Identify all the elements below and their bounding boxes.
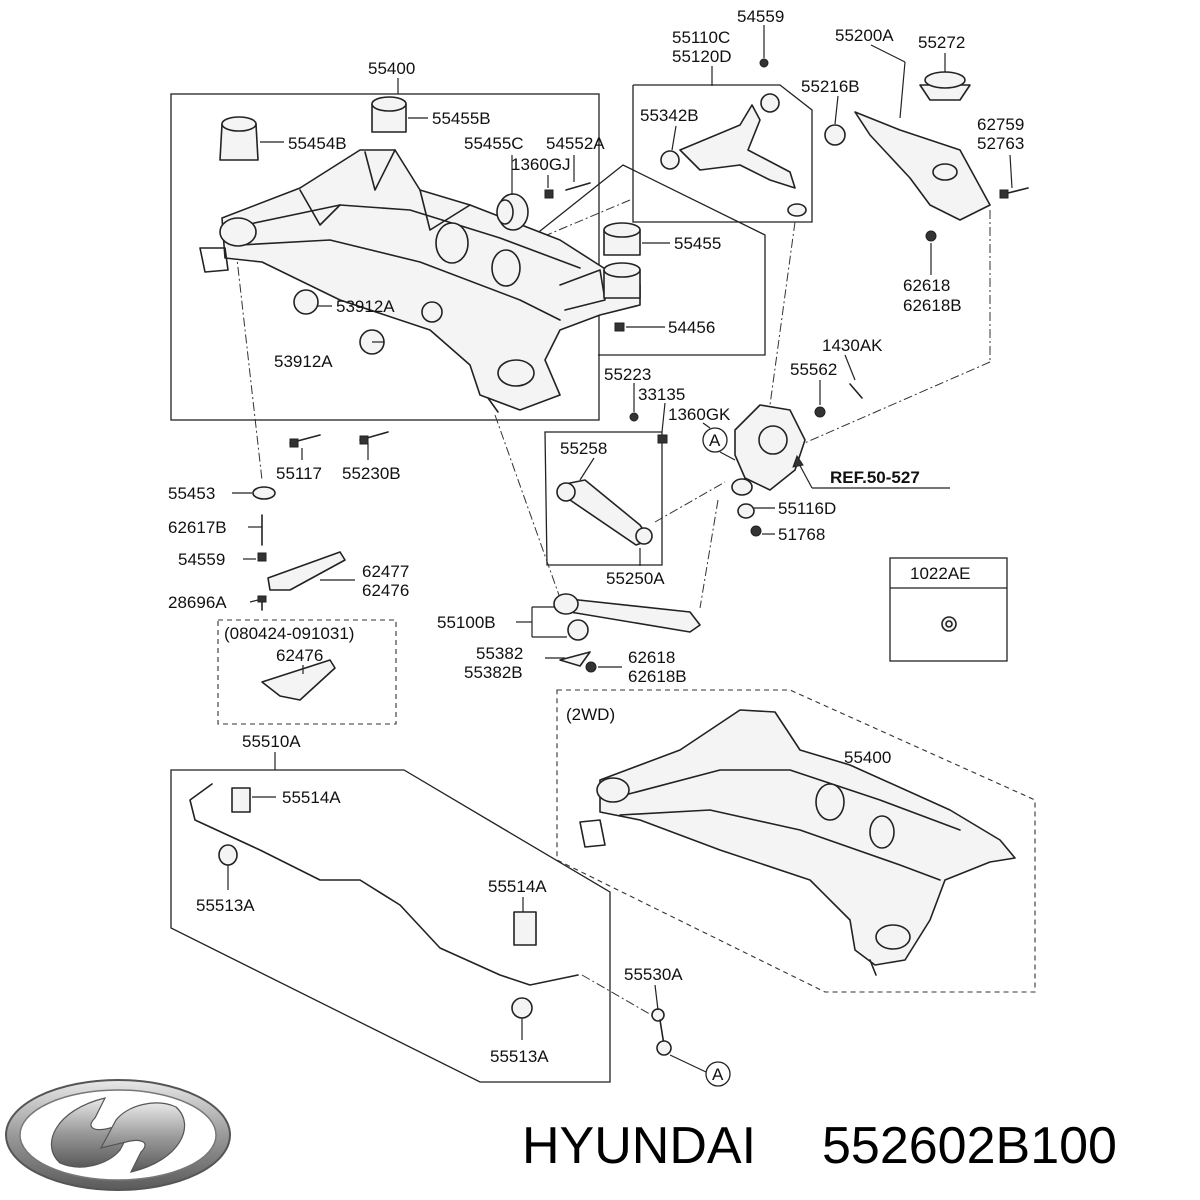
label-1360gk: 1360GK (668, 405, 731, 424)
label-33135: 33135 (638, 385, 685, 404)
circle-marker-a-lower-text: A (712, 1065, 724, 1084)
label-62618b-center: 62618B (628, 667, 687, 686)
label-62477: 62477 (362, 562, 409, 581)
label-52763: 52763 (977, 134, 1024, 153)
bushing-55455-icon (603, 222, 641, 299)
label-1022ae: 1022AE (910, 564, 971, 583)
label-53912a-lower: 53912A (274, 352, 333, 371)
bushing-55455c-icon (496, 193, 529, 231)
label-51768: 51768 (778, 525, 825, 544)
label-54552a: 54552A (546, 134, 605, 153)
knuckle-drawing (629, 383, 863, 537)
label-28696a: 28696A (168, 593, 227, 612)
label-55120d: 55120D (672, 47, 732, 66)
label-55400-main: 55400 (368, 59, 415, 78)
label-55455c: 55455C (464, 134, 524, 153)
label-55453: 55453 (168, 484, 215, 503)
label-55382b: 55382B (464, 663, 523, 682)
label-1430ak: 1430AK (822, 336, 883, 355)
label-55455: 55455 (674, 234, 721, 253)
label-62618b-right: 62618B (903, 296, 962, 315)
circle-marker-a-upper-text: A (709, 431, 721, 450)
label-55514a-right: 55514A (488, 877, 547, 896)
label-55562: 55562 (790, 360, 837, 379)
label-54559-mid: 54559 (178, 550, 225, 569)
part-1022ae-box (889, 557, 1008, 662)
label-ref-50-527: REF.50-527 (830, 468, 920, 487)
label-53912a-upper: 53912A (336, 297, 395, 316)
label-62618-center: 62618 (628, 648, 675, 667)
circle-marker-a-upper: A (702, 427, 736, 461)
label-55216b: 55216B (801, 77, 860, 96)
reference-arrow (792, 454, 950, 489)
left-small-parts (252, 486, 346, 701)
label-62476-b: 62476 (276, 646, 323, 665)
part-number: 552602B100 (822, 1117, 1117, 1175)
label-55514a-left: 55514A (282, 788, 341, 807)
label-55117: 55117 (276, 464, 322, 483)
label-55110c: 55110C (672, 28, 730, 47)
label-55116d: 55116D (778, 499, 836, 518)
nut-1022ae-icon (941, 616, 957, 632)
label-55200a: 55200A (835, 26, 894, 45)
label-55230b: 55230B (342, 464, 401, 483)
circle-marker-a-lower: A (669, 1054, 731, 1087)
label-55400-2wd: 55400 (844, 748, 891, 767)
part-labels: 55400 55455B 55454B 55455C 54552A 1360GJ… (168, 7, 1024, 1066)
label-55454b: 55454B (288, 134, 347, 153)
2wd-subframe-dashed-box (556, 689, 1036, 993)
2wd-subframe-drawing (579, 709, 1016, 976)
label-2wd: (2WD) (566, 705, 615, 724)
label-range-080424-091031: (080424-091031) (224, 624, 354, 643)
subframe-group-box (170, 93, 600, 421)
label-62759: 62759 (977, 115, 1024, 134)
trailing-arm-group-box (544, 431, 663, 566)
stabilizer-bar-drawing (189, 783, 672, 1056)
label-55510a: 55510A (242, 732, 301, 751)
label-62618-right: 62618 (903, 276, 950, 295)
upper-arm-drawing (660, 58, 807, 217)
label-55530a: 55530A (624, 965, 683, 984)
bushing-55455b-icon (371, 96, 407, 133)
label-55455b: 55455B (432, 109, 491, 128)
label-54456: 54456 (668, 318, 715, 337)
upper-arm-group-box (632, 84, 813, 223)
label-1360gj: 1360GJ (511, 155, 571, 174)
lower-control-arm-drawing (824, 71, 1029, 242)
label-54559-top: 54559 (737, 7, 784, 26)
label-55513a-right: 55513A (490, 1047, 549, 1066)
lateral-arm-drawing (553, 593, 701, 673)
label-55382: 55382 (476, 644, 523, 663)
label-55100b: 55100B (437, 613, 496, 632)
bracket-variant-dashed-box (217, 619, 397, 725)
brand-name: HYUNDAI (522, 1117, 756, 1175)
label-55223: 55223 (604, 365, 651, 384)
leader-lines (227, 25, 1013, 1040)
label-55272: 55272 (918, 33, 965, 52)
bushing-55454b-icon (219, 116, 259, 161)
rear-subframe-drawing (199, 149, 641, 413)
label-62476-a: 62476 (362, 581, 409, 600)
stabilizer-group-box (170, 769, 611, 1083)
label-62617b: 62617B (168, 518, 227, 537)
label-55258: 55258 (560, 439, 607, 458)
bolt-icons (289, 182, 625, 448)
label-55250a: 55250A (606, 569, 665, 588)
crossmember-group-box (534, 164, 766, 356)
hyundai-logo-icon (5, 1079, 231, 1191)
trailing-arm-drawing (556, 479, 653, 546)
label-55342b: 55342B (640, 106, 699, 125)
label-55513a-left: 55513A (196, 896, 255, 915)
